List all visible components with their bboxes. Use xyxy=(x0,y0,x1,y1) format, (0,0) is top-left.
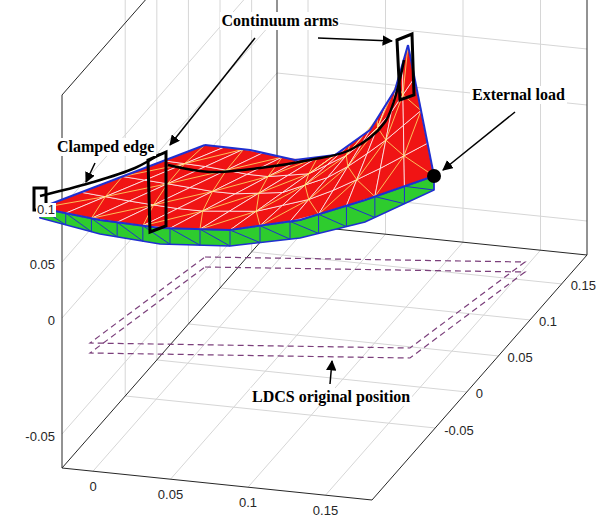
plate-top-diagonal xyxy=(375,156,404,197)
grid-line xyxy=(62,0,277,207)
plate-truss xyxy=(200,229,201,245)
grid-line xyxy=(248,242,463,487)
plate-top-diagonal xyxy=(309,199,319,214)
leader-arrow xyxy=(330,361,332,384)
plate-truss xyxy=(200,229,230,246)
plate-top-diagonal xyxy=(404,111,421,156)
plate-truss xyxy=(374,197,375,218)
plate-truss xyxy=(346,206,347,227)
axis-tick-label: 0.05 xyxy=(506,351,533,366)
plate-top-diagonal xyxy=(185,149,244,163)
axis-tick-label: -0.05 xyxy=(443,424,475,439)
plate-top-diagonal xyxy=(203,193,259,211)
axis-tick-label: 0.1 xyxy=(238,496,258,511)
plate-top-diagonal xyxy=(346,156,348,167)
leader-arrow xyxy=(170,38,255,145)
axis-tick-label: 0.15 xyxy=(312,504,339,519)
arm-path xyxy=(40,154,160,196)
axis-tick-label: 0 xyxy=(88,480,97,495)
plate-top-diagonal xyxy=(348,166,357,179)
plate-top-diagonal xyxy=(200,211,203,229)
plate-truss xyxy=(230,230,260,243)
plate-truss xyxy=(404,186,405,203)
plate-truss xyxy=(65,213,66,225)
grid-line xyxy=(540,0,541,250)
axis-tick-label: 0 xyxy=(47,314,56,329)
leader-arrow xyxy=(86,163,95,182)
annotation-label: Clamped edge xyxy=(55,138,156,156)
plate-top-diagonal xyxy=(256,185,305,211)
axis-tick-label: 0.1 xyxy=(538,315,558,330)
axis-tick-label: -0.05 xyxy=(24,430,56,445)
axis-line xyxy=(372,255,587,500)
plate-top-diagonal xyxy=(213,177,269,192)
plate-top-diagonal xyxy=(259,174,309,193)
plate-truss xyxy=(375,197,405,204)
plate-top-diagonal xyxy=(386,140,404,156)
grid-line xyxy=(326,250,541,495)
leader-arrow xyxy=(318,38,392,41)
plate-truss xyxy=(319,214,347,226)
plate-top-diagonal xyxy=(256,211,260,225)
axis-line xyxy=(62,223,277,468)
plate-truss xyxy=(290,221,319,233)
plate-truss xyxy=(290,221,291,239)
original-position-outline xyxy=(90,267,525,358)
continuum-arm xyxy=(397,34,414,100)
load-point xyxy=(427,169,441,183)
original-position-outline xyxy=(90,257,525,348)
arm-path xyxy=(168,60,404,172)
plate-top-diagonal xyxy=(309,166,348,199)
plate-truss xyxy=(230,230,231,246)
plate-top-diagonal xyxy=(143,211,203,226)
axis-line xyxy=(62,468,372,500)
plate-truss xyxy=(346,206,374,218)
plate-truss xyxy=(91,218,92,231)
plate-top-diagonal xyxy=(357,140,386,180)
plate-top-diagonal xyxy=(348,128,378,167)
axis-line xyxy=(587,0,588,255)
axis-tick-label: 0.15 xyxy=(570,279,597,294)
annotation-label: External load xyxy=(470,86,567,104)
axis-tick-label: 0 xyxy=(475,387,484,402)
grid-line xyxy=(188,324,498,356)
plate-top-diagonal xyxy=(91,205,153,218)
grid-line xyxy=(277,73,587,105)
plate-top-diagonal xyxy=(256,193,259,211)
plate-top-diagonal xyxy=(305,185,309,199)
plate-top-diagonal xyxy=(357,180,375,197)
annotation-label: Continuum arms xyxy=(220,12,341,30)
plate-truss xyxy=(142,226,143,241)
plate-edge xyxy=(40,176,434,230)
plate-truss xyxy=(404,186,434,190)
plate-top-diagonal xyxy=(154,191,213,205)
axis-tick-label: 0.05 xyxy=(29,258,56,273)
axis-tick-label: 0.05 xyxy=(157,488,184,503)
plate-top-diagonal xyxy=(259,177,268,194)
plate-truss xyxy=(170,228,171,244)
plate-truss xyxy=(260,226,290,239)
axis-tick-label: 0.1 xyxy=(36,203,56,218)
continuum-arm xyxy=(148,152,166,232)
plate-top-diagonal xyxy=(91,197,105,219)
plate-truss xyxy=(170,228,200,245)
plate-truss xyxy=(260,226,261,243)
plate-truss xyxy=(117,222,118,237)
leader-arrow xyxy=(443,112,515,170)
plate-truss xyxy=(318,214,319,233)
plate-top-diagonal xyxy=(105,184,167,197)
annotation-label: LDCS original position xyxy=(250,388,412,406)
